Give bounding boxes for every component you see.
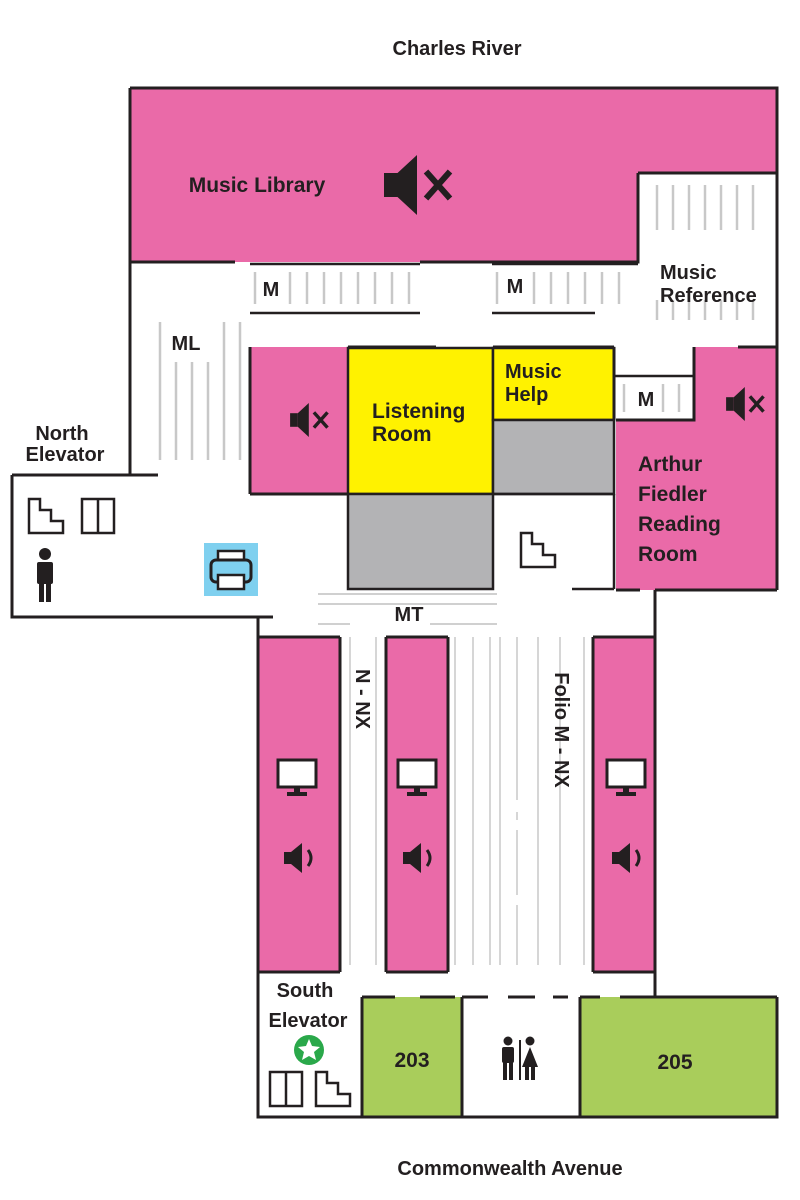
music-library-label: Music Library [189,174,326,197]
room-203-label: 203 [394,1049,429,1072]
north-elevator-area: North Elevator [26,423,258,602]
north-elevator-label-2: Elevator [26,444,105,466]
quiet-study-room [250,347,348,494]
room-205-label: 205 [657,1051,692,1074]
south-street-label: Commonwealth Avenue [397,1158,622,1180]
music-library-zone: Music Library [130,88,777,262]
stacks-folio: Folio M - NX [454,637,585,965]
south-elevator-label-1: South [277,980,334,1002]
south-elevator-label-2: Elevator [269,1010,348,1032]
stacks-folio-label: Folio M - NX [550,672,572,788]
computer-area-2 [386,637,448,972]
elevator-icon [80,497,116,535]
stacks-m-left-label: M [263,279,280,301]
music-reference-label-1: Music [660,262,717,284]
stacks-m-right: M [614,374,694,412]
room-205: 205 [581,997,777,1117]
stacks-ml: ML [158,322,242,460]
stacks-mt-label: MT [395,604,424,626]
stairs-icon [519,531,557,569]
building-walls [10,86,779,1119]
north-street-label: Charles River [393,38,522,60]
elevator-icon [268,1070,304,1108]
music-reference-stacks [655,185,755,320]
fiedler-label-1: Arthur [638,453,702,476]
restroom-icon [502,1036,538,1080]
computer-area-3 [593,637,655,972]
north-elevator-label-1: North [35,423,88,445]
music-reference-label-2: Reference [660,285,757,307]
listening-room-label-1: Listening [372,400,465,423]
computer-area-1 [258,637,340,972]
stacks-m-center-label: M [507,276,524,298]
stairs-icon [27,497,65,535]
music-help-label-2: Help [505,384,548,406]
music-help-desk: Music Help [491,346,616,496]
music-help-label-1: Music [505,361,562,383]
fiedler-label-4: Room [638,543,698,566]
room-203: 203 [362,997,462,1117]
stacks-n-nx-label: N - NX [351,669,373,730]
stacks-ml-label: ML [172,333,201,355]
printer-icon [204,543,258,596]
listening-room: Listening Room [346,346,495,496]
fiedler-label-3: Reading [638,513,721,536]
stacks-m-right-label: M [638,389,655,411]
stacks-mt: MT [318,593,497,626]
person-icon [37,548,53,602]
fiedler-label-2: Fiedler [638,483,707,506]
stairs-icon [314,1070,352,1108]
fiedler-reading-room: Arthur Fiedler Reading Room [616,347,777,590]
stacks-n-nx: N - NX [349,637,377,965]
south-elevator-area: South Elevator [268,980,352,1108]
stacks-m-left: M [250,262,420,315]
listening-room-label-2: Room [372,423,432,446]
stacks-m-center: M [492,262,638,315]
accessible-star-icon [294,1035,324,1065]
gray-service-area [346,492,495,591]
